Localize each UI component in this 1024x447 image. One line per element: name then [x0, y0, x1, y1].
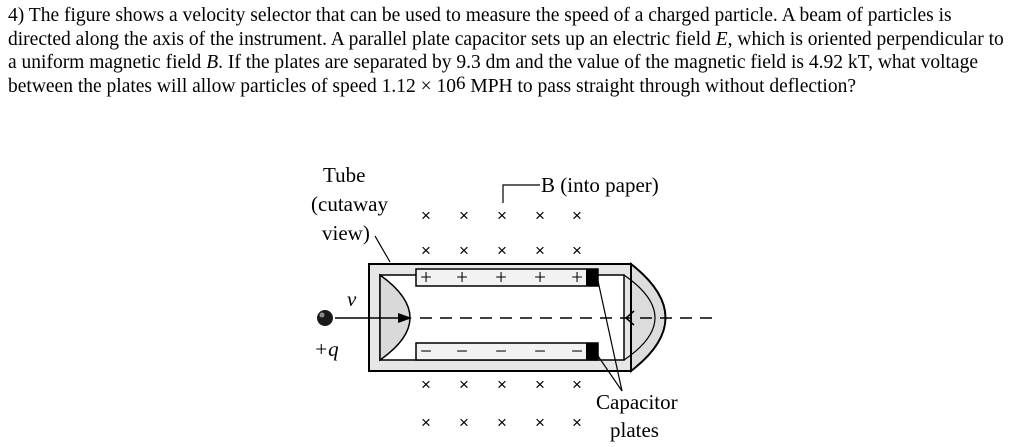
b-field-cross: ×	[497, 413, 507, 432]
b-field-cross: ×	[459, 241, 469, 260]
b-field-cross: ×	[497, 375, 507, 394]
b-field-cross: ×	[459, 413, 469, 432]
exponent: 6	[456, 72, 466, 94]
question-text: 4) The figure shows a velocity selector …	[8, 5, 1004, 97]
charged-particle	[317, 310, 333, 326]
plus-sign: +	[571, 265, 583, 289]
plus-sign: +	[420, 265, 432, 289]
capacitor-label: plates	[610, 418, 659, 442]
plate-top-end	[586, 269, 598, 286]
magnetic-field-symbol: B	[206, 52, 219, 73]
tube-label: (cutaway	[311, 192, 388, 216]
b-field-cross: ×	[535, 206, 545, 225]
magnetic-field-label: B (into paper)	[541, 173, 659, 197]
b-field-cross: ×	[421, 241, 431, 260]
b-field-cross: ×	[535, 241, 545, 260]
velocity-arrowhead	[398, 313, 412, 323]
b-field-cross: ×	[572, 241, 582, 260]
b-field-cross: ×	[421, 413, 431, 432]
plus-sign: +	[456, 265, 468, 289]
b-field-cross: ×	[535, 375, 545, 394]
plus-sign: +	[495, 265, 507, 289]
tube-label: view)	[322, 221, 370, 245]
b-field-cross: ×	[421, 375, 431, 394]
capacitor-leader-line	[597, 355, 623, 392]
b-field-cross: ×	[497, 241, 507, 260]
b-field-cross: ×	[572, 375, 582, 394]
b-field-cross: ×	[459, 375, 469, 394]
plate-bottom-end	[586, 343, 598, 360]
minus-sign: −	[420, 339, 432, 363]
b-field-cross: ×	[421, 206, 431, 225]
velocity-label: v	[347, 287, 357, 311]
tube-leader-line	[374, 235, 391, 263]
minus-sign: −	[495, 339, 507, 363]
minus-sign: −	[571, 339, 583, 363]
minus-sign: −	[534, 339, 546, 363]
b-field-cross: ×	[572, 413, 582, 432]
b-field-cross: ×	[459, 206, 469, 225]
b-field-cross: ×	[535, 413, 545, 432]
question-number: 4)	[8, 5, 25, 26]
b-leader-line	[502, 184, 540, 203]
plus-sign: +	[534, 265, 546, 289]
minus-sign: −	[456, 339, 468, 363]
capacitor-label: Capacitor	[596, 390, 678, 414]
capacitor-leader-line	[597, 280, 623, 392]
tube-label: Tube	[323, 163, 365, 187]
b-field-cross: ×	[572, 206, 582, 225]
b-field-crosses: × × × × × × × × × × × × × × × × × × × ×	[421, 206, 582, 432]
charge-label: +q	[314, 337, 339, 361]
b-field-cross: ×	[497, 206, 507, 225]
electric-field-symbol: E	[715, 28, 728, 50]
